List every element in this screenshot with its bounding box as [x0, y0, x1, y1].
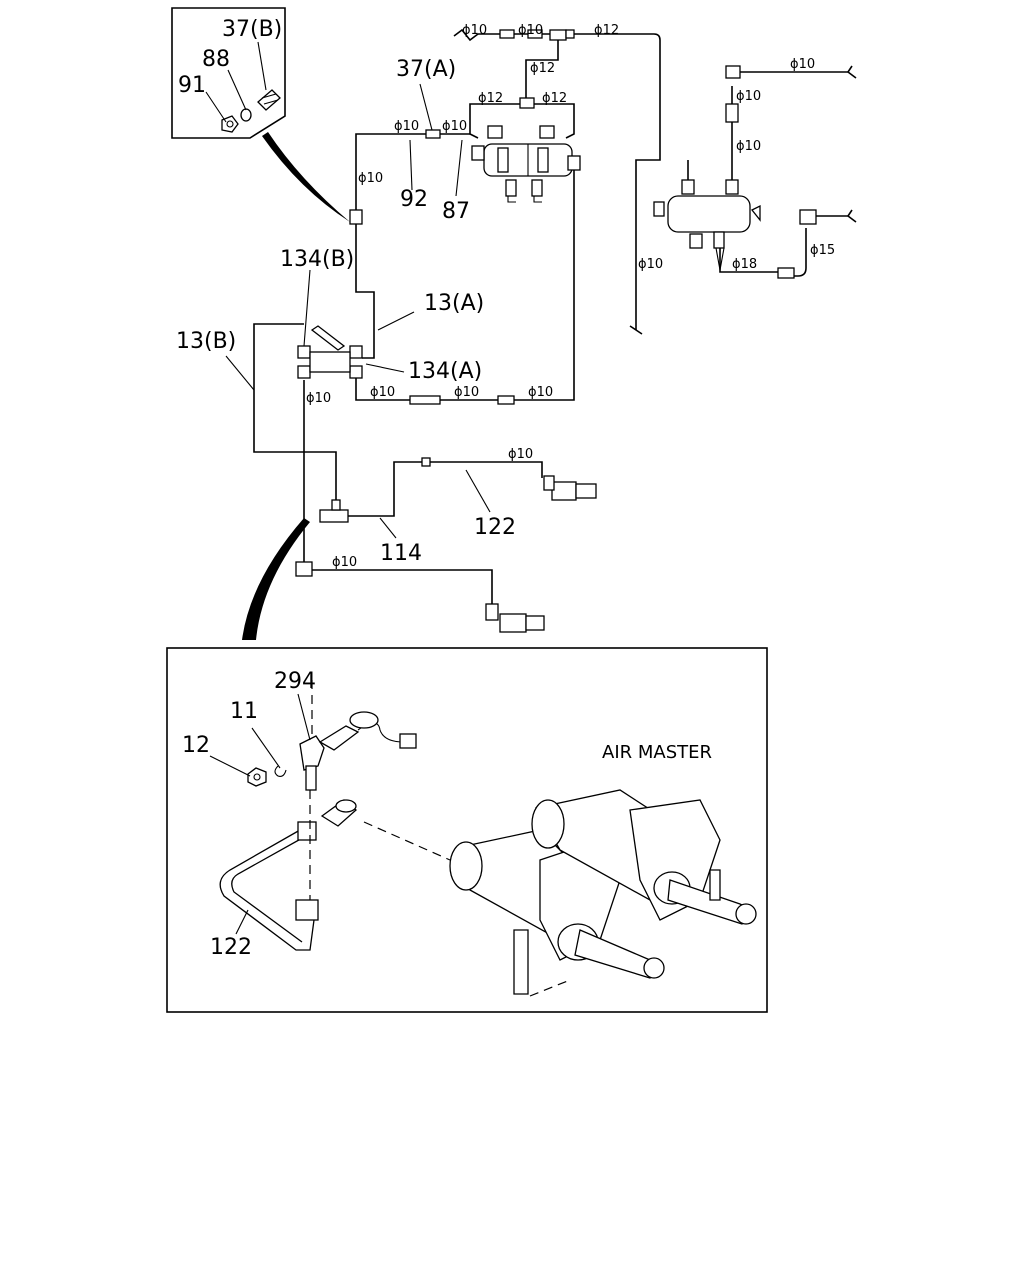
pipe-size: ϕ10	[442, 119, 467, 134]
pipe-size: ϕ10	[306, 391, 331, 406]
elbow-fitting	[320, 799, 357, 827]
detail-title: AIR MASTER	[602, 742, 712, 763]
pipe-size: ϕ10	[462, 23, 487, 38]
pipe-size: ϕ12	[542, 91, 567, 106]
callout-12: 12	[182, 733, 210, 758]
chamber-lower	[485, 603, 545, 633]
pipe-size: ϕ10	[790, 57, 815, 72]
pipe-122-part	[219, 821, 319, 951]
washer-88-part	[240, 108, 252, 122]
ring-11-part	[274, 765, 287, 777]
inset-fitting-detail	[171, 7, 286, 139]
detail-frame	[166, 647, 768, 1013]
callout-134b: 134(B)	[280, 247, 354, 272]
callout-114: 114	[380, 541, 422, 566]
inset-pointer	[262, 132, 350, 222]
callout-37b: 37(B)	[222, 17, 282, 42]
callout-91: 91	[178, 73, 206, 98]
pipe-size: ϕ18	[732, 257, 757, 272]
pipe-size: ϕ10	[370, 385, 395, 400]
callout-122-detail: 122	[210, 935, 252, 960]
pipe-size: ϕ12	[530, 61, 555, 76]
pipe-fittings	[295, 29, 817, 577]
callout-13a: 13(A)	[424, 291, 484, 316]
callout-122: 122	[474, 515, 516, 540]
callout-92: 92	[400, 187, 428, 212]
pipe-size: ϕ12	[594, 23, 619, 38]
pipe-size: ϕ10	[518, 23, 543, 38]
pipe-size-labels: ϕ10 ϕ10 ϕ12 ϕ12 ϕ12 ϕ12 ϕ10 ϕ10 ϕ10 ϕ10 …	[306, 23, 835, 570]
callout-37a: 37(A)	[396, 57, 456, 82]
pipe-size: ϕ10	[332, 555, 357, 570]
pipe-size: ϕ10	[508, 447, 533, 462]
detail-callouts: 294 11 12 122	[182, 669, 316, 960]
callout-13b: 13(B)	[176, 329, 236, 354]
air-master-unit-rear	[531, 789, 757, 925]
pipe-size: ϕ10	[528, 385, 553, 400]
valve-134	[309, 325, 351, 373]
pipe-size: ϕ10	[358, 171, 383, 186]
callout-87: 87	[442, 199, 470, 224]
pipe-size: ϕ15	[810, 243, 835, 258]
callout-labels: 37(B) 88 91 37(A) 92 87 134(B) 13(A) 13(…	[176, 17, 516, 566]
callout-88: 88	[202, 47, 230, 72]
detail-pointer	[242, 518, 310, 640]
switch-294-part	[299, 711, 417, 791]
pipe-size: ϕ10	[736, 89, 761, 104]
nut-12-part	[247, 767, 267, 787]
right-tank	[667, 195, 761, 271]
reservoir-tanks	[471, 125, 581, 203]
callout-134a: 134(A)	[408, 359, 482, 384]
pipe-size: ϕ10	[394, 119, 419, 134]
air-master-detail: AIR MASTER	[166, 647, 768, 1013]
callout-11: 11	[230, 699, 258, 724]
callout-leaders	[225, 83, 491, 539]
callout-294: 294	[274, 669, 316, 694]
pipe-size: ϕ10	[638, 257, 663, 272]
chamber-upper	[543, 475, 597, 501]
pipe-size: ϕ10	[454, 385, 479, 400]
pipe-size: ϕ12	[478, 91, 503, 106]
nut-91-part	[221, 115, 239, 133]
pipe-size: ϕ10	[736, 139, 761, 154]
fitting-37b-part	[257, 89, 281, 111]
